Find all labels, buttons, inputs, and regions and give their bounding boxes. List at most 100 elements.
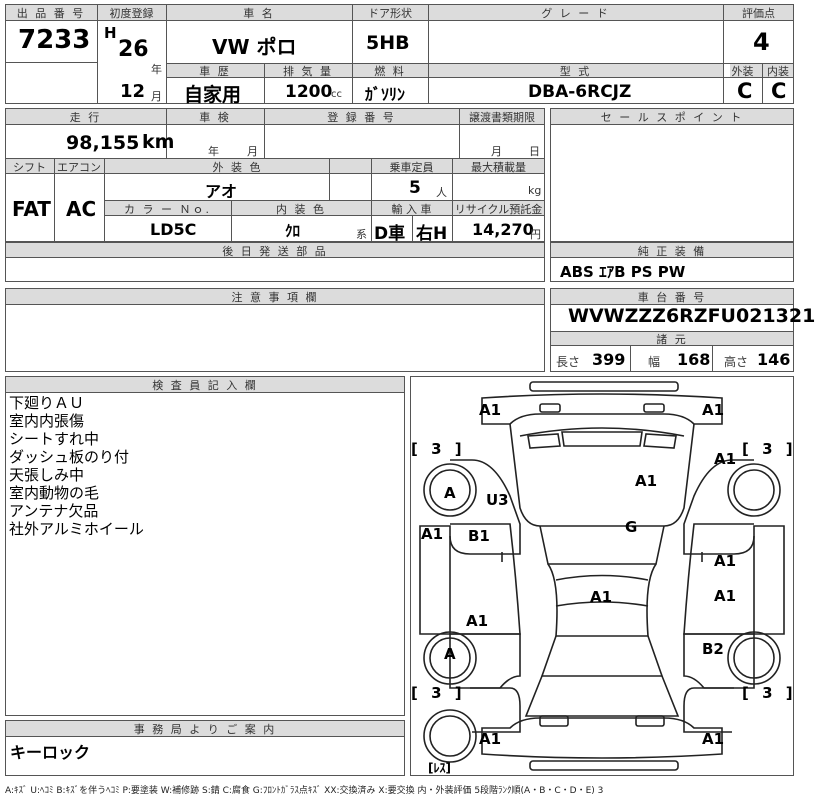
import-type: D車: [374, 224, 406, 244]
fuel-label: 燃 料: [374, 65, 406, 78]
grade-label: グ レ ー ド: [541, 7, 610, 20]
roof-outline: [547, 563, 657, 637]
mark-rear-right: A1: [702, 730, 725, 748]
recycle-label: リサイクル預託金: [454, 203, 543, 216]
ac-value: AC: [66, 197, 97, 221]
car-name: VW ポロ: [212, 35, 297, 59]
mark-hood: A1: [635, 472, 658, 490]
exterior-interior-label-bar: [730, 63, 793, 77]
options-label-bar: [551, 243, 793, 257]
mark-door-front-right: A1: [714, 552, 737, 570]
capacity-label: 乗車定員: [389, 161, 434, 174]
bracket-front-left: [ 3 ]: [411, 440, 466, 458]
history-label: 車 歴: [199, 65, 231, 78]
rear-window-outline: [540, 635, 664, 677]
options-value: ABS ｴｱB PS PW: [560, 263, 686, 281]
load-unit: kg: [528, 184, 542, 197]
right-front-door-outline: [753, 525, 785, 635]
options-label: 純 正 装 備: [637, 245, 707, 258]
inspector-note: ダッシュ板のり付: [9, 448, 130, 466]
header-label-bar-2: [166, 63, 723, 77]
rear-bumper-outline: [481, 717, 723, 759]
wheel-rear-right: [727, 631, 781, 685]
later-parts-label-bar: [6, 243, 544, 257]
mark-windshield: G: [625, 518, 638, 536]
sales-point-label-bar: [551, 109, 793, 124]
bracket-front-right: [ 3 ]: [742, 440, 797, 458]
history-value: 自家用: [184, 84, 242, 106]
car-diagram-box: [410, 376, 794, 776]
displacement-value: 1200: [285, 82, 333, 102]
mileage-value: 98,155: [66, 132, 140, 154]
model-value: DBA-6RCJZ: [528, 82, 632, 102]
header-label-bar: [6, 5, 793, 20]
capacity-unit: 人: [436, 186, 447, 199]
sales-point-box: [550, 108, 794, 242]
vin-label-bar: [551, 289, 793, 304]
details-block: [5, 108, 545, 242]
inspection-label: 車 検: [199, 111, 231, 124]
ext-color-value: アオ: [205, 182, 238, 201]
width-value: 168: [677, 350, 711, 369]
right-front-fender: [683, 459, 755, 555]
wheel-front-left: [423, 463, 477, 517]
inspector-note: 室内動物の毛: [9, 484, 100, 502]
door-label: ドア形状: [368, 7, 412, 20]
height-value: 146: [757, 350, 791, 369]
vin-value: WVWZZZ6RZFU021321: [568, 305, 815, 327]
width-label: 幅: [648, 355, 661, 369]
details-label-bar-2: [6, 158, 544, 173]
office-note: キーロック: [10, 743, 91, 762]
inspector-note: アンテナ欠品: [9, 502, 99, 520]
vin-label: 車 台 番 号: [637, 291, 707, 304]
transfer-month-unit: 月: [491, 145, 502, 158]
mark-quarter-rear-right: B2: [702, 640, 724, 658]
length-value: 399: [592, 350, 626, 369]
notes-label-bar: [6, 289, 544, 304]
shift-value: FAT: [12, 197, 51, 221]
details-label-bar-3: [104, 200, 544, 215]
displacement-unit: cc: [331, 89, 342, 100]
mark-door-front-left: A1: [421, 525, 444, 543]
length-label: 長さ: [556, 355, 581, 369]
era: H: [104, 24, 117, 42]
later-parts-box: [5, 242, 545, 282]
spare-label: [ﾚｽ]: [428, 761, 451, 775]
options-box: [550, 242, 794, 282]
bracket-rear-left: [ 3 ]: [411, 684, 466, 702]
office-box: [5, 720, 405, 776]
int-color-value: ｸﾛ: [285, 222, 301, 240]
mark-door-rear-left: A1: [466, 612, 489, 630]
interior-grade: C: [771, 79, 787, 103]
int-color-label: 内 装 色: [276, 203, 326, 216]
model-label: 型 式: [559, 65, 592, 78]
lot-number: 7233: [18, 25, 91, 55]
fuel-value: ｶﾞｿﾘﾝ: [365, 85, 406, 104]
recycle-unit: 円: [530, 228, 541, 241]
int-color-suffix: 系: [356, 228, 367, 241]
inspector-note: 天張しみ中: [9, 466, 85, 484]
notes-label: 注 意 事 項 欄: [231, 291, 319, 304]
score-label: 評価点: [742, 7, 775, 20]
left-front-fender: [449, 459, 521, 555]
notes-box: [5, 288, 545, 372]
front-bumper-strip: [529, 381, 679, 392]
details-label-bar: [6, 109, 544, 124]
mark-front-wheel-left: A: [444, 484, 456, 502]
ext-color-label: 外 装 色: [212, 161, 263, 174]
mileage-label: 走 行: [69, 111, 102, 124]
score-value: 4: [753, 28, 770, 56]
mark-door-front-left-inner: B1: [468, 527, 490, 545]
color-no-value: LD5C: [150, 220, 197, 239]
windshield-outline: [539, 525, 665, 565]
mark-door-rear-right: A1: [714, 587, 737, 605]
reg-number-label: 登 録 番 号: [327, 111, 396, 124]
color-no-label: カ ラ ー Ｎｏ.: [124, 203, 211, 216]
transfer-day-unit: 日: [529, 145, 540, 158]
interior-label: 内装: [767, 65, 789, 78]
lot-label: 出 品 番 号: [16, 7, 86, 20]
door-type: 5HB: [366, 32, 410, 54]
exterior-label: 外装: [731, 65, 754, 78]
exterior-grade: C: [737, 79, 753, 103]
vin-box: [550, 288, 794, 372]
